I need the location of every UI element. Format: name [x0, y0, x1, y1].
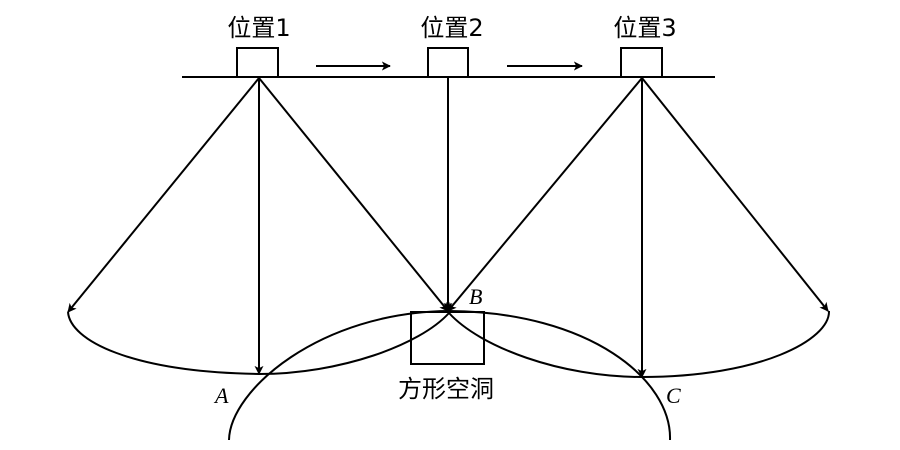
ray-3-right [641, 77, 829, 312]
ray-3-to-b [447, 77, 643, 312]
position-label-1: 位置1 [227, 14, 290, 42]
wavefront-1 [67, 311, 450, 376]
ray-1-left [67, 77, 260, 313]
probe-3 [620, 47, 663, 78]
point-label-c: C [666, 383, 681, 408]
point-label-a: A [213, 383, 229, 408]
point-label-b: B [469, 284, 482, 309]
square-cavity [410, 311, 485, 365]
position-label-2: 位置2 [420, 14, 483, 42]
wavefront-3 [448, 310, 831, 379]
probe-1 [236, 47, 279, 78]
position-label-3: 位置3 [613, 14, 676, 42]
ray-1-to-b [258, 77, 449, 312]
probe-2 [427, 47, 469, 78]
cavity-label: 方形空洞 [398, 375, 494, 403]
